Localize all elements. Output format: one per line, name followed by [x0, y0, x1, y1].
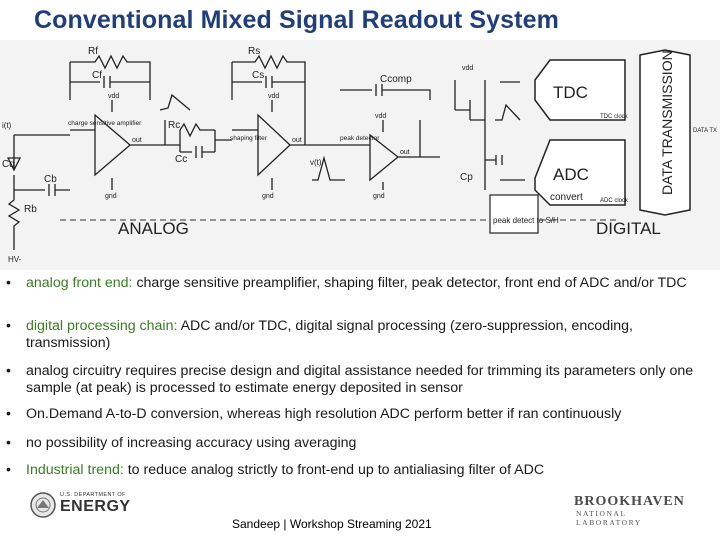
bullet-highlight: Industrial trend: — [26, 462, 124, 478]
detector-diode — [6, 135, 22, 172]
bullet-dot: • — [6, 462, 11, 478]
vdd-label-1: vdd — [108, 93, 119, 100]
hv-label: HV- — [8, 255, 22, 264]
bullet-dot: • — [6, 435, 11, 451]
bullet-item-analog-front-end: • analog front end: charge sensitive pre… — [6, 275, 711, 292]
bullet-highlight: digital processing chain: — [26, 318, 178, 334]
readout-schematic: Rf Rs Cf Cs Rc Cc Ccomp Cd Cb Rb Cp i(t)… — [0, 40, 720, 270]
bullet-item-on-demand: • On.Demand A-to-D conversion, whereas h… — [6, 406, 711, 423]
rc-resistor — [179, 122, 215, 138]
doe-seal-icon — [30, 492, 56, 518]
bullet-dot: • — [6, 275, 11, 291]
peak-detector-symbol — [369, 133, 400, 182]
out-label-2: out — [292, 137, 302, 144]
adc-convert-label: convert — [550, 192, 583, 203]
cs-label: Cs — [252, 70, 264, 81]
peak-detect-box — [489, 194, 539, 234]
gnd-label-1: gnd — [105, 193, 117, 200]
page-title: Conventional Mixed Signal Readout System — [34, 6, 559, 34]
footer-caption: Sandeep | Workshop Streaming 2021 — [232, 517, 432, 531]
doe-subtitle: U.S. DEPARTMENT OF — [60, 492, 126, 498]
digital-section-label: DIGITAL — [596, 219, 661, 238]
bullet-highlight: analog front end: — [26, 275, 133, 291]
charge-amp-symbol — [94, 113, 131, 177]
data-tx-small-label: DATA TX — [693, 128, 717, 134]
adc-label: ADC — [553, 165, 589, 184]
peak-detector-text: peak detector — [340, 135, 380, 142]
cc-label: Cc — [175, 154, 187, 165]
out-label-3: out — [400, 149, 410, 156]
bullet-item-averaging: • no possibility of increasing accuracy … — [6, 435, 711, 452]
tdc-block — [534, 59, 626, 121]
bullet-dot: • — [6, 406, 11, 422]
bnl-subtitle: NATIONAL LABORATORY — [576, 509, 642, 527]
bullet-text: no possibility of increasing accuracy us… — [26, 435, 357, 451]
csa-waveform — [159, 93, 191, 111]
bullet-text: to reduce analog strictly to front-end u… — [123, 462, 545, 478]
gnd-label-3: gnd — [373, 193, 385, 200]
transistor-symbol — [454, 80, 486, 190]
doe-wordmark: ENERGY — [60, 498, 131, 515]
ccomp-capacitor — [340, 84, 431, 100]
bullet-dot: • — [6, 318, 11, 334]
peak-detect-box-label: peak detect to S/H — [493, 216, 559, 225]
peak-waveform — [495, 103, 521, 121]
out-label-1: out — [132, 137, 142, 144]
bullet-item-industrial-trend: • Industrial trend: to reduce analog str… — [6, 462, 711, 479]
cf-label: Cf — [92, 70, 102, 81]
cd-label: Cd — [2, 159, 15, 170]
adc-block — [534, 139, 626, 206]
ccomp-label: Ccomp — [380, 74, 412, 85]
cp-label: Cp — [460, 172, 473, 183]
it-label: i(t) — [2, 121, 12, 130]
rf-label: Rf — [88, 46, 98, 57]
cb-label: Cb — [44, 174, 57, 185]
rs-label: Rs — [248, 46, 260, 57]
bullet-item-digital-chain: • digital processing chain: ADC and/or T… — [6, 318, 711, 352]
rb-label: Rb — [24, 204, 37, 215]
bnl-wordmark: BROOKHAVEN — [574, 494, 685, 509]
vt-label: v(t) — [310, 158, 322, 167]
rc-label: Rc — [168, 120, 180, 131]
shaper-text: shaping filter — [230, 135, 268, 142]
bullet-dot: • — [6, 363, 11, 379]
adc-clock-label: ADC clock — [600, 198, 629, 204]
shaper-waveform — [312, 155, 345, 181]
bullet-text: analog circuitry requires precise design… — [26, 363, 694, 396]
vdd-label-3: vdd — [375, 113, 386, 120]
rs-resistor — [232, 54, 306, 100]
vdd-label-4: vdd — [462, 65, 473, 72]
bullet-text: On.Demand A-to-D conversion, whereas hig… — [26, 406, 622, 422]
bullet-item-analog-circuitry: • analog circuitry requires precise desi… — [6, 363, 711, 397]
cp-capacitor — [485, 155, 503, 165]
cb-capacitor — [14, 184, 70, 196]
bnl-logo: BROOKHAVEN NATIONAL LABORATORY — [574, 494, 694, 527]
rb-resistor — [7, 175, 21, 250]
shaper-symbol — [257, 113, 291, 177]
cs-capacitor — [232, 76, 305, 88]
gnd-label-2: gnd — [262, 193, 274, 200]
doe-logo: U.S. DEPARTMENT OF ENERGY — [30, 492, 130, 522]
tdc-clock-label: TDC clock — [600, 114, 629, 120]
bullet-text: ADC and/or TDC, digital signal processin… — [26, 318, 633, 351]
tdc-label: TDC — [553, 83, 588, 102]
analog-section-label: ANALOG — [118, 219, 189, 238]
vdd-label-2: vdd — [268, 93, 279, 100]
data-transmission-label: DATA TRANSMISSION — [659, 50, 675, 195]
rf-resistor — [70, 54, 151, 100]
cc-capacitor — [180, 146, 215, 158]
bullet-text: charge sensitive preamplifier, shaping f… — [132, 275, 687, 291]
data-transmission-block — [639, 49, 691, 216]
cf-capacitor — [70, 76, 150, 88]
csa-text: charge sensitive amplifier — [68, 120, 142, 127]
